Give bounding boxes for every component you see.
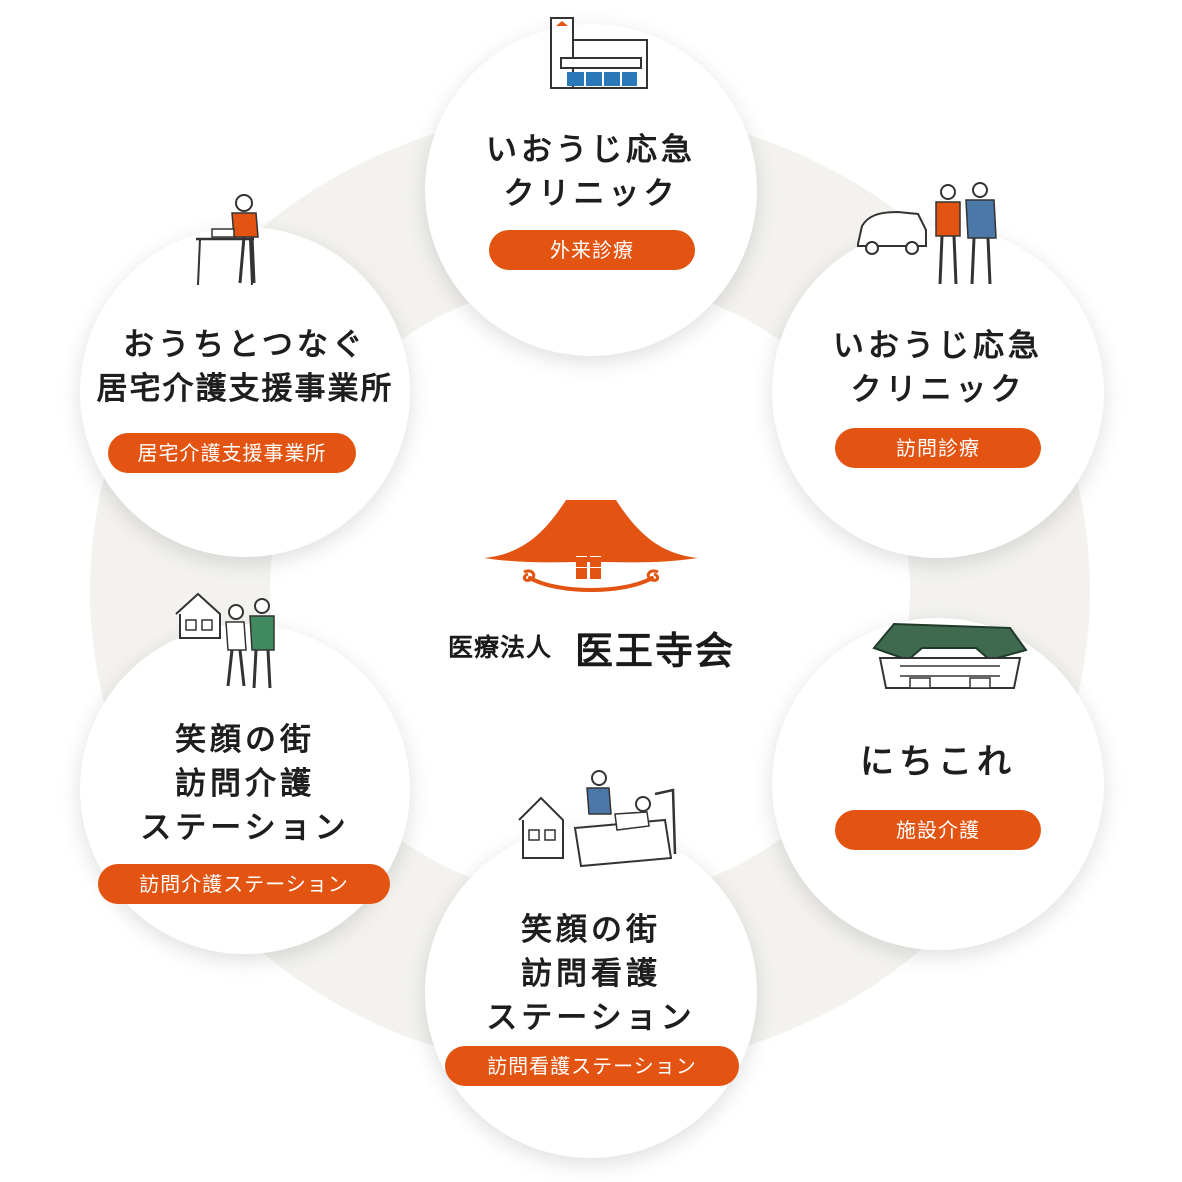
caregiver-elderly-icon (175, 592, 275, 689)
facility-name-line3: ステーション (486, 1000, 696, 1036)
temple-logo-icon (484, 500, 698, 592)
facility-name-line1: いおうじ応急 (833, 328, 1043, 364)
facility-circle-home-nursing-station[interactable]: 笑顔の街 訪問看護 ステーション 訪問看護ステーション (425, 770, 757, 1158)
home-nursing-bed-icon (518, 770, 677, 868)
org-type: 医療法人 (448, 633, 553, 662)
facility-name-line1: 笑顔の街 (175, 722, 315, 758)
facility-circle-home-care-station[interactable]: 笑顔の街 訪問介護 ステーション 訪問介護ステーション (80, 592, 410, 954)
facility-badge[interactable]: 訪問介護ステーション (98, 864, 390, 904)
facility-circle-outpatient-clinic[interactable]: いおうじ応急 クリニック 外来診療 (425, 17, 757, 356)
facility-badge[interactable]: 居宅介護支援事業所 (108, 433, 356, 473)
facility-name-line1: 笑顔の街 (521, 912, 661, 948)
facility-name-line1: いおうじ応急 (486, 132, 696, 168)
facility-name-line2: 訪問看護 (521, 956, 661, 992)
facility-circle-home-visit-clinic[interactable]: いおうじ応急 クリニック 訪問診療 (772, 182, 1104, 558)
facility-circle-care-management[interactable]: おうちとつなぐ 居宅介護支援事業所 居宅介護支援事業所 (80, 194, 410, 557)
facility-badge[interactable]: 施設介護 (835, 810, 1041, 850)
clinic-building-icon (550, 17, 648, 89)
facility-name-line3: ステーション (140, 810, 350, 846)
facility-name-line2: クリニック (850, 372, 1026, 408)
facility-name-line2: 訪問介護 (175, 766, 315, 802)
facility-name-line2: 居宅介護支援事業所 (96, 371, 394, 407)
facility-name-line2: クリニック (503, 176, 679, 212)
facility-badge[interactable]: 訪問看護ステーション (445, 1046, 739, 1086)
facility-badge[interactable]: 訪問診療 (835, 428, 1041, 468)
facility-badge[interactable]: 外来診療 (489, 230, 695, 270)
org-name: 医王寺会 (575, 629, 736, 673)
home-visit-doctors-icon (857, 182, 997, 285)
facility-name-line1: にちこれ (860, 742, 1016, 782)
care-manager-desk-icon (196, 194, 259, 286)
care-facility-icon (872, 622, 1028, 689)
facility-circle-nursing-facility[interactable]: にちこれ 施設介護 (772, 618, 1104, 950)
facility-name-line1: おうちとつなぐ (123, 327, 367, 363)
org-logo-text: 医療法人 医王寺会 (440, 618, 740, 673)
